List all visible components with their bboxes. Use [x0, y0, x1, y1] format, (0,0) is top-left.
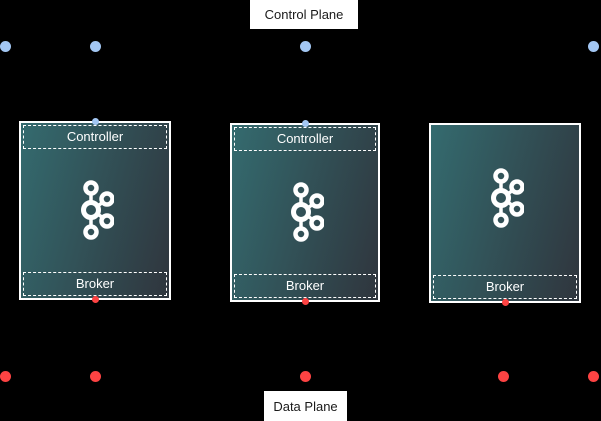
broker-section: Broker	[433, 275, 577, 299]
node-content	[431, 125, 579, 273]
kafka-node-3: Broker	[429, 123, 581, 303]
broker-section-label: Broker	[285, 278, 325, 293]
kafka-node-2: Controller Broker	[230, 123, 380, 302]
controller-section: Controller	[234, 127, 376, 151]
controller-section-label: Controller	[276, 131, 334, 146]
data-plane-dot-5	[587, 370, 599, 382]
node-2-controller-anchor-dot	[301, 119, 309, 127]
data-plane-dot-3	[299, 370, 311, 382]
kafka-logo-icon	[291, 181, 324, 242]
node-1-broker-anchor-dot	[91, 295, 99, 303]
broker-section: Broker	[23, 272, 167, 296]
node-content	[232, 153, 378, 272]
broker-section-label: Broker	[75, 276, 115, 291]
control-plane-dot-1	[0, 40, 11, 52]
broker-section-label: Broker	[485, 279, 525, 294]
data-plane-label-text: Data Plane	[273, 398, 338, 414]
controller-section: Controller	[23, 125, 167, 149]
controller-section-label: Controller	[66, 129, 124, 144]
data-plane-dot-2	[89, 370, 101, 382]
kafka-node-1: Controller Broker	[19, 121, 171, 300]
node-content	[21, 151, 169, 270]
data-plane-dot-1	[0, 370, 11, 382]
node-3-broker-anchor-dot	[501, 298, 509, 306]
kafka-logo-icon	[81, 179, 114, 240]
control-plane-dot-3	[299, 40, 311, 52]
control-plane-dot-4	[587, 40, 599, 52]
data-plane-label: Data Plane	[264, 391, 347, 421]
node-2-broker-anchor-dot	[301, 297, 309, 305]
data-plane-dot-4	[497, 370, 509, 382]
control-plane-dot-2	[89, 40, 101, 52]
kafka-logo-icon	[491, 168, 524, 228]
broker-section: Broker	[234, 274, 376, 298]
control-plane-label-text: Control Plane	[264, 7, 344, 22]
control-plane-label: Control Plane	[250, 0, 358, 29]
node-1-controller-anchor-dot	[91, 117, 99, 125]
